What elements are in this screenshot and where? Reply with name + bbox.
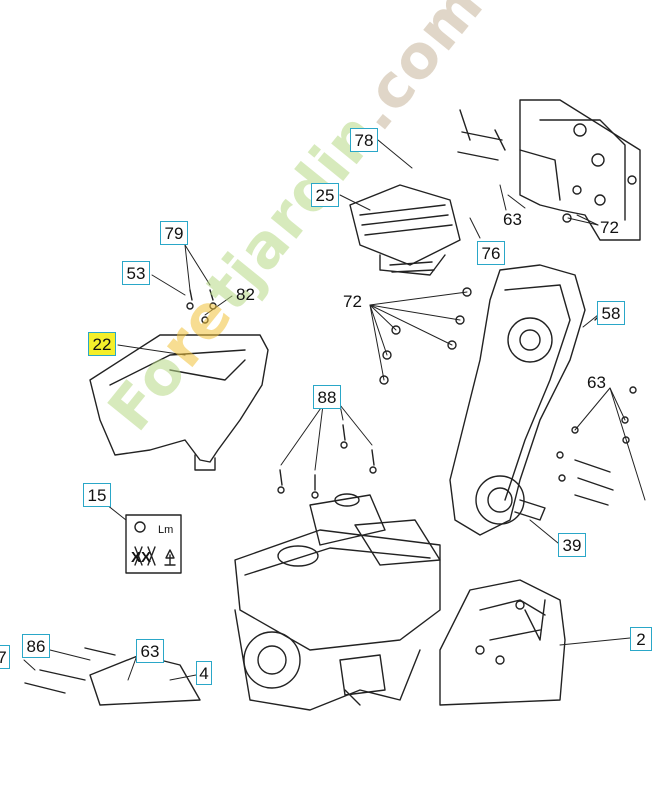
callout-53: 53 bbox=[122, 261, 150, 285]
chain-drive-assembly bbox=[449, 264, 611, 536]
bracket-bottom-left bbox=[24, 647, 201, 706]
bolts-right-group bbox=[556, 386, 637, 506]
belt-cover-part bbox=[89, 334, 269, 471]
callout-7: 7 bbox=[0, 645, 10, 669]
callout-78: 78 bbox=[350, 128, 378, 152]
muffler-guard-part bbox=[349, 184, 461, 276]
callout-58: 58 bbox=[597, 301, 625, 325]
decal-label-xx: XX bbox=[131, 549, 152, 566]
label-82: 82 bbox=[236, 285, 255, 304]
callout-15: 15 bbox=[83, 483, 111, 507]
callout-39: 39 bbox=[558, 533, 586, 557]
callout-86: 86 bbox=[22, 634, 50, 658]
callout-2: 2 bbox=[630, 627, 652, 651]
small-screws-group bbox=[186, 289, 217, 324]
base-frame-part bbox=[439, 579, 566, 706]
bolts-88-group bbox=[277, 424, 377, 499]
callout-4: 4 bbox=[196, 661, 212, 685]
frame-bracket-top-right bbox=[457, 99, 641, 241]
decal-label-lm: Lm bbox=[158, 524, 174, 536]
label-63-right: 63 bbox=[587, 373, 606, 392]
engine-assembly bbox=[234, 493, 441, 711]
nuts-72-group bbox=[379, 287, 472, 385]
label-72-middle: 72 bbox=[343, 292, 362, 311]
decal-part bbox=[125, 514, 182, 574]
callout-88: 88 bbox=[313, 385, 341, 409]
callout-63: 63 bbox=[136, 639, 164, 663]
callout-22-highlighted: 22 bbox=[88, 332, 116, 356]
callout-76: 76 bbox=[477, 241, 505, 265]
label-63-top: 63 bbox=[503, 210, 522, 229]
callout-25: 25 bbox=[311, 183, 339, 207]
label-72-top: 72 bbox=[600, 218, 619, 237]
callout-79: 79 bbox=[160, 221, 188, 245]
